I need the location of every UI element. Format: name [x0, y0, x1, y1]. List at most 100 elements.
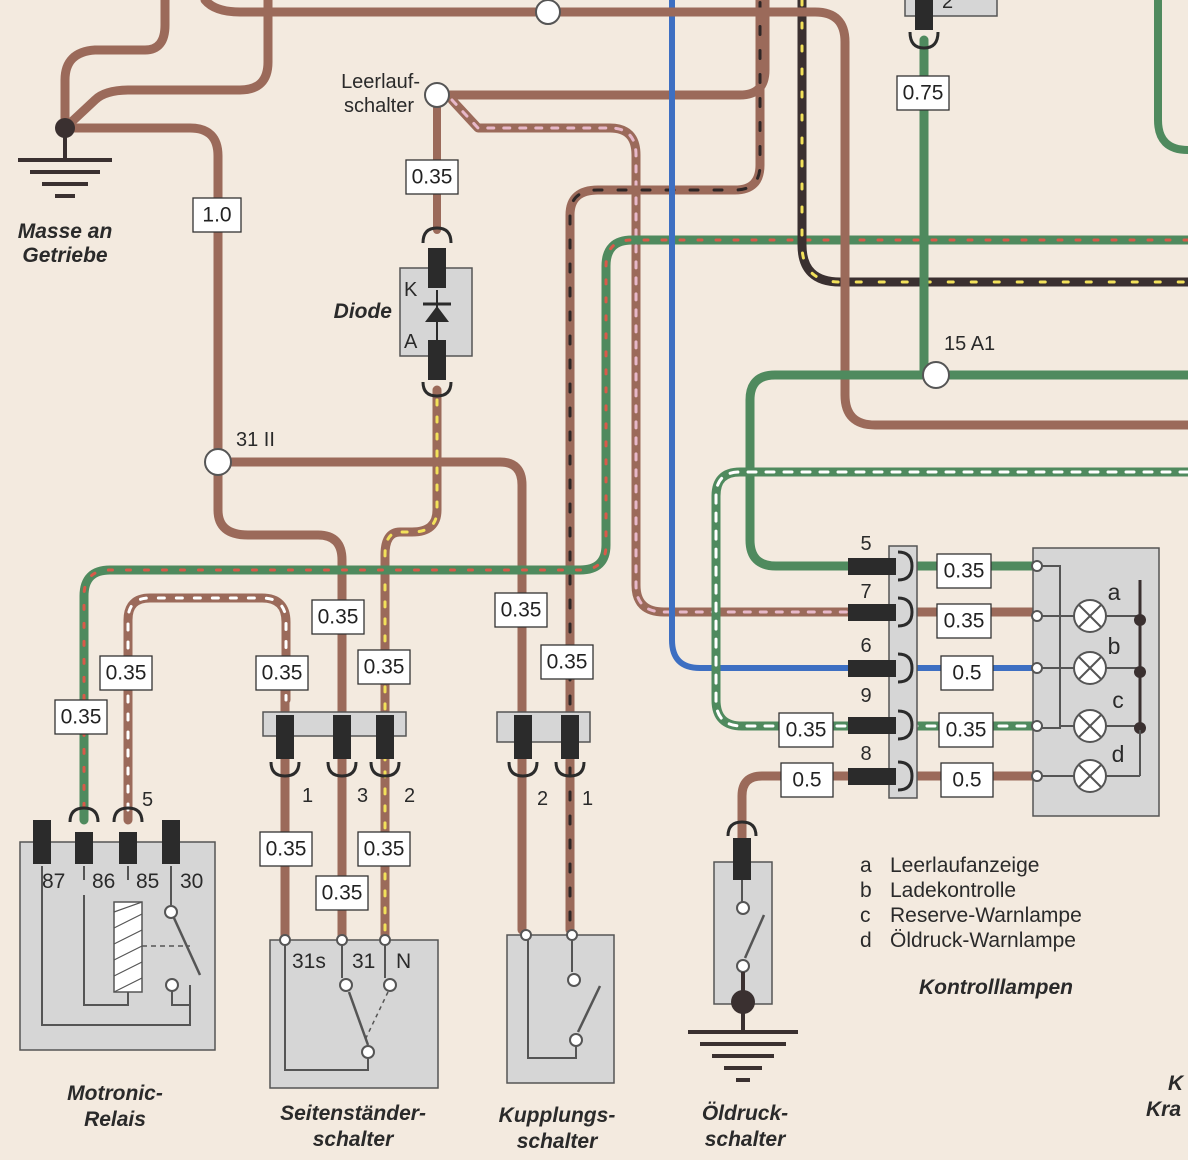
gauge-box-side-low2: 0.35: [315, 875, 369, 911]
lamp-a-icon: [1042, 599, 1146, 633]
svg-text:0.35: 0.35: [266, 838, 307, 861]
legend-key-a: a: [860, 854, 872, 877]
gauge-box-lamp7: 0.35: [936, 603, 992, 639]
wire-gauge-boxes: 1.0 0.75 0.35 0.35 0.35 0.35 0.35 0.35 0…: [54, 75, 994, 911]
gauge-box-relay-b: 0.35: [99, 655, 153, 691]
svg-text:0.35: 0.35: [364, 838, 405, 861]
clutch-switch-lever-icon: [576, 985, 602, 1033]
wire-relay85-dash: [126, 596, 288, 812]
side-pin-n: N: [396, 950, 411, 973]
svg-text:0.35: 0.35: [501, 599, 542, 622]
legend-text-d: Öldruck-Warnlampe: [890, 929, 1076, 952]
svg-text:0.35: 0.35: [318, 606, 359, 629]
relay-pin-87: 87: [42, 870, 65, 893]
top-connector-num: 2: [942, 0, 953, 13]
side-conn-num-3: 3: [357, 785, 368, 807]
svg-text:0.75: 0.75: [903, 82, 944, 105]
wire-ground-b: [60, 0, 273, 133]
lamp-letter-b: b: [1108, 633, 1121, 659]
gauge-box-side-low1: 0.35: [259, 831, 313, 867]
wire-brown-right: [543, 7, 1188, 430]
gauge-box-side-2: 0.35: [311, 599, 365, 635]
gauge-box-side-1: 0.35: [255, 655, 309, 691]
wire-lamp8: [737, 771, 1040, 845]
side-pin-31s: 31s: [292, 950, 326, 973]
lamp-conn-num-8: 8: [860, 743, 871, 765]
wire-diode-bottom-dash: [383, 398, 439, 932]
relay-pin-85: 85: [136, 870, 159, 893]
svg-text:0.5: 0.5: [792, 769, 821, 792]
relay-title-1: Motronic-: [67, 1082, 163, 1105]
wire-blue: [669, 0, 1043, 671]
svg-text:0.35: 0.35: [364, 656, 405, 679]
legend-title: Kontrolllampen: [919, 976, 1073, 999]
diode: K A Diode: [334, 226, 473, 398]
svg-text:0.35: 0.35: [61, 706, 102, 729]
ground-label-1: Masse an: [18, 220, 113, 243]
wire-green-red-dash: [82, 238, 1188, 822]
lamp-letter-d: d: [1112, 741, 1125, 767]
clutch-switch: 2 1 Kupplungs- schalter: [496, 711, 616, 1153]
oil-switch-title-1: Öldruck-: [702, 1102, 788, 1125]
wire-ground-a: [60, 0, 170, 133]
svg-text:0.35: 0.35: [262, 662, 303, 685]
gauge-box-lamp9a: 0.35: [778, 712, 834, 748]
svg-text:0.35: 0.35: [786, 719, 827, 742]
lamp-conn-num-9: 9: [860, 685, 871, 707]
wire-ground-c: [60, 123, 223, 467]
gauge-box-1-0: 1.0: [192, 197, 242, 233]
wire-31ii-down: [213, 457, 347, 945]
clutch-switch-body: [506, 934, 615, 1084]
lamp-b-icon: [1042, 651, 1146, 685]
gauge-box-lamp6: 0.5: [940, 655, 994, 691]
wire-neutral-pink-dash: [450, 98, 882, 614]
gauge-box-clutch-2: 0.35: [540, 644, 594, 680]
svg-text:0.35: 0.35: [944, 560, 985, 583]
top-connector: 2: [904, 0, 998, 50]
legend-text-a: Leerlaufanzeige: [890, 854, 1039, 877]
svg-text:0.35: 0.35: [322, 882, 363, 905]
legend-key-d: d: [860, 929, 872, 952]
oil-switch-title-2: schalter: [705, 1128, 787, 1151]
lamp-conn-num-6: 6: [860, 635, 871, 657]
side-pin-31: 31: [352, 950, 375, 973]
diode-a-label: A: [404, 331, 418, 353]
gauge-box-lamp8a: 0.5: [780, 762, 834, 798]
svg-text:0.35: 0.35: [944, 610, 985, 633]
gauge-box-lamp5: 0.35: [936, 553, 992, 589]
svg-text:0.5: 0.5: [952, 662, 981, 685]
side-switch-lever-icon: [347, 991, 370, 1046]
wires: [60, 0, 1188, 945]
relay-title-2: Relais: [84, 1108, 146, 1131]
wire-clutch-blk-dash: [568, 0, 762, 922]
wire-green-white-dash: [714, 470, 1188, 728]
gauge-box-lamp9b: 0.35: [938, 712, 994, 748]
lamp-c-icon: [1060, 709, 1146, 743]
gauge-box-diode: 0.35: [405, 159, 459, 195]
diode-k-label: K: [404, 279, 418, 301]
clutch-switch-title-2: schalter: [517, 1130, 599, 1153]
node-31ii-label: 31 II: [236, 429, 275, 451]
svg-text:0.35: 0.35: [412, 166, 453, 189]
legend: a Leerlaufanzeige b Ladekontrolle c Rese…: [860, 854, 1082, 999]
lamp-conn-num-7: 7: [860, 581, 871, 603]
svg-text:0.35: 0.35: [946, 719, 987, 742]
side-switch-title-2: schalter: [313, 1128, 395, 1151]
clutch-switch-title-1: Kupplungs-: [499, 1104, 616, 1127]
oil-pressure-switch: Öldruck- schalter: [688, 820, 798, 1151]
lamp-conn-num-5: 5: [860, 533, 871, 555]
junction-node-31ii: [204, 448, 232, 476]
neutral-switch-node: [424, 82, 450, 108]
indicator-lamps: a b c d: [1031, 547, 1160, 817]
wire-clutch-blk: [565, 0, 765, 935]
neutral-switch-label-1: Leerlauf-: [341, 71, 420, 93]
lamp-d-icon: [1042, 730, 1141, 793]
side-switch-body: [269, 939, 439, 1089]
wire-top-h: [200, 0, 553, 17]
ground-label-2: Getriebe: [22, 244, 108, 267]
clutch-conn-num-2: 2: [537, 788, 548, 810]
top-connector-pin: [915, 0, 933, 30]
oil-switch-lever-icon: [743, 914, 766, 959]
wire-relay85: [123, 593, 291, 825]
gauge-box-lamp8b: 0.5: [940, 762, 994, 798]
